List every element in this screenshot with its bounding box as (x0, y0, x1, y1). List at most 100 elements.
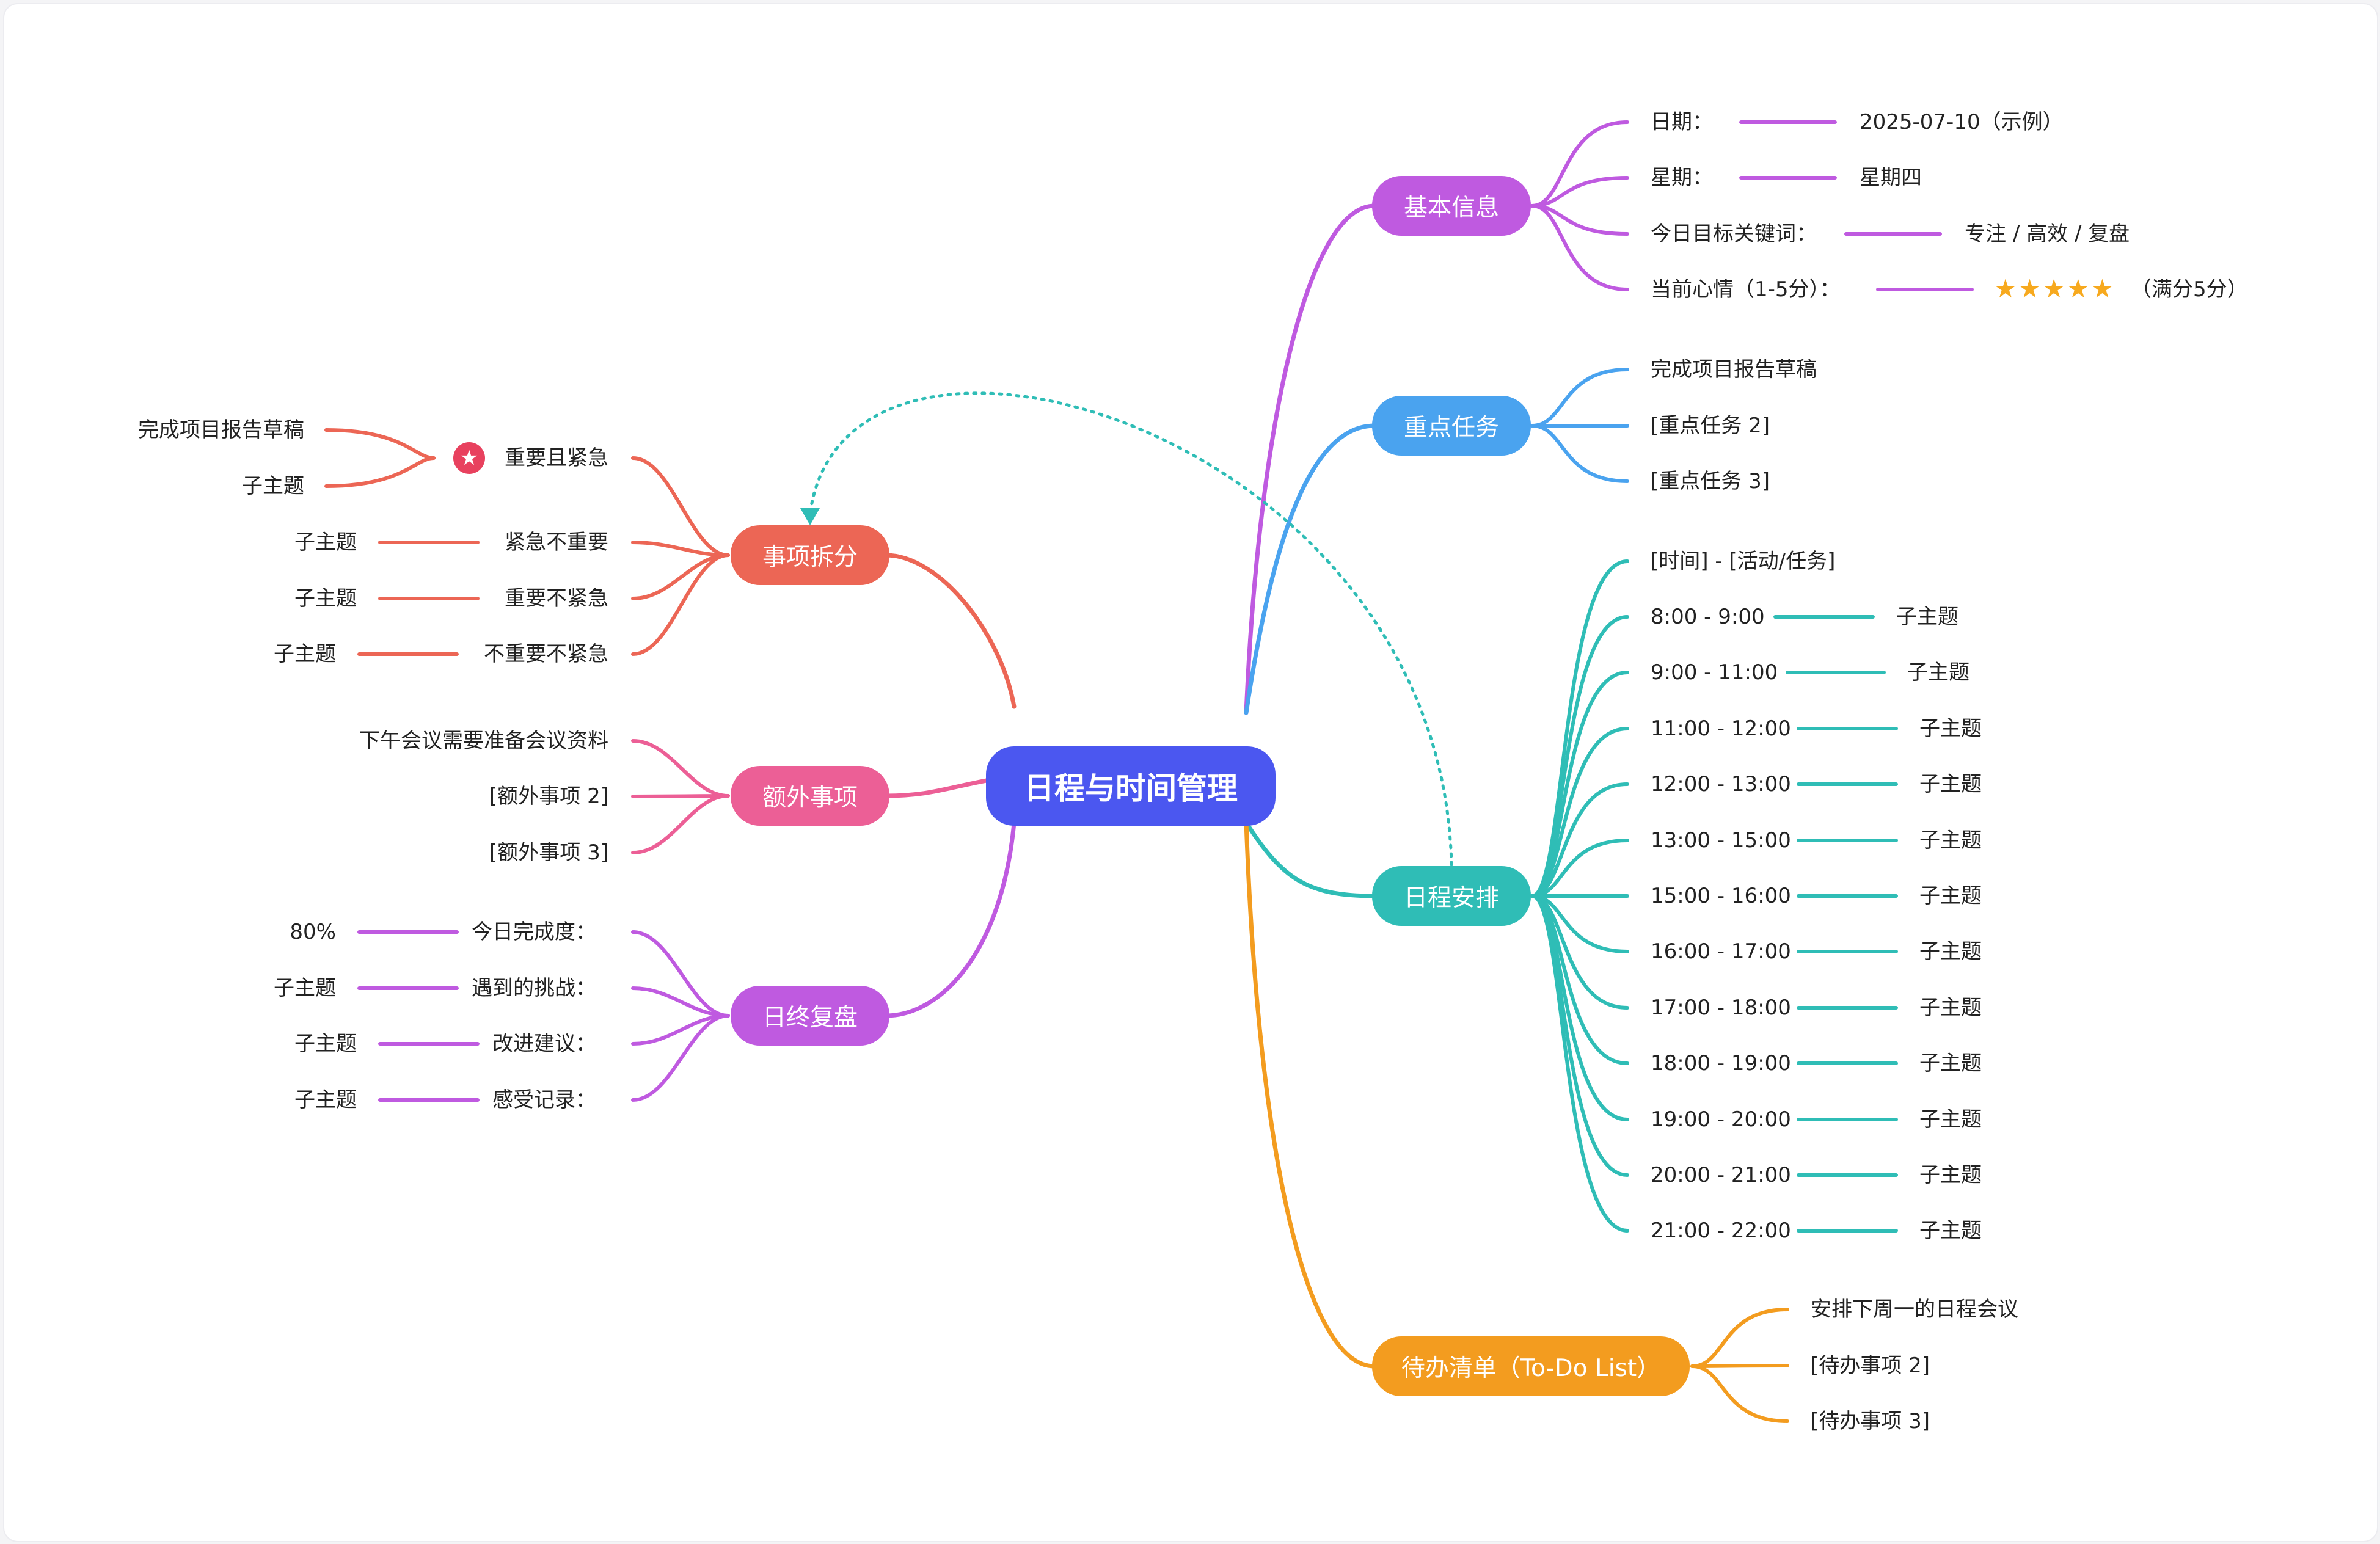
connector-key-item (1530, 424, 1629, 483)
connector-basic-item (1530, 204, 1629, 291)
todo-item[interactable]: [待办事项 2] (1811, 1353, 1930, 1378)
connector-todo-item (1690, 1364, 1789, 1423)
relationship-arrow-icon (800, 508, 820, 525)
schedule-time[interactable]: 18:00 - 19:00 (1651, 1051, 1791, 1076)
review-item[interactable]: 感受记录： (492, 1088, 596, 1112)
schedule-subtopic[interactable]: 子主题 (1907, 660, 1969, 685)
schedule-time[interactable]: 15:00 - 16:00 (1651, 884, 1791, 908)
connector-review-item (631, 1014, 730, 1102)
star-icon: ★ (2066, 274, 2091, 304)
connector-root-key (1244, 423, 1377, 715)
connector-schedule-item (1530, 839, 1629, 898)
breakdown-subtopic[interactable]: 完成项目报告草稿 (138, 418, 304, 442)
schedule-time[interactable]: 17:00 - 18:00 (1651, 996, 1791, 1020)
schedule-time[interactable]: 11:00 - 12:00 (1651, 716, 1791, 741)
branch-key-tasks[interactable]: 重点任务 (1372, 396, 1531, 456)
todo-item[interactable]: 安排下周一的日程会议 (1811, 1297, 2018, 1322)
connector-review-item (631, 986, 730, 1018)
schedule-subtopic[interactable]: 子主题 (1919, 1218, 1982, 1243)
basic-info-key[interactable]: 当前心情（1-5分）： (1651, 277, 1841, 302)
review-item[interactable]: 今日完成度： (472, 920, 596, 944)
connector-todo-item (1690, 1308, 1789, 1368)
schedule-time[interactable]: 19:00 - 20:00 (1651, 1107, 1791, 1132)
breakdown-item[interactable]: 紧急不重要 (505, 530, 608, 555)
schedule-header[interactable]: [时间] - [活动/任务] (1651, 549, 1836, 574)
review-subtopic[interactable]: 子主题 (294, 1032, 357, 1056)
schedule-subtopic[interactable]: 子主题 (1919, 772, 1982, 796)
branch-schedule[interactable]: 日程安排 (1372, 866, 1531, 926)
basic-info-value[interactable]: 星期四 (1860, 166, 1922, 190)
schedule-subtopic[interactable]: 子主题 (1919, 884, 1982, 908)
schedule-time[interactable]: 9:00 - 11:00 (1651, 660, 1778, 685)
schedule-subtopic[interactable]: 子主题 (1896, 605, 1958, 629)
breakdown-item[interactable]: 重要不紧急 (505, 586, 608, 611)
star-icon: ★ (2018, 274, 2043, 304)
review-subtopic[interactable]: 80% (290, 920, 336, 944)
extra-item[interactable]: 下午会议需要准备会议资料 (359, 729, 608, 753)
basic-info-value[interactable]: 2025-07-10（示例） (1860, 110, 2064, 134)
connector-root-extra (883, 777, 992, 798)
extra-item[interactable]: [额外事项 3] (489, 840, 608, 865)
connector-schedule-item (1530, 894, 1629, 953)
schedule-subtopic[interactable]: 子主题 (1919, 1051, 1982, 1076)
connector-review-item (631, 930, 730, 1018)
schedule-time[interactable]: 12:00 - 13:00 (1651, 772, 1791, 796)
connector-schedule-item (1530, 894, 1629, 1233)
schedule-time[interactable]: 8:00 - 9:00 (1651, 605, 1765, 629)
key-task-item[interactable]: 完成项目报告草稿 (1651, 357, 1817, 382)
review-subtopic[interactable]: 子主题 (274, 976, 336, 1000)
schedule-subtopic[interactable]: 子主题 (1919, 996, 1982, 1020)
basic-info-key[interactable]: 今日目标关键词： (1651, 222, 1817, 246)
schedule-subtopic[interactable]: 子主题 (1919, 1107, 1982, 1132)
connector-basic-item (1530, 176, 1629, 208)
breakdown-item[interactable]: 不重要不紧急 (484, 642, 608, 666)
connector-breakdown-item (631, 456, 730, 557)
review-item[interactable]: 遇到的挑战： (472, 976, 596, 1000)
todo-item[interactable]: [待办事项 3] (1811, 1409, 1930, 1433)
branch-review[interactable]: 日终复盘 (731, 986, 889, 1046)
key-task-item[interactable]: [重点任务 3] (1651, 469, 1770, 493)
connector-breakdown-item (631, 553, 730, 656)
star-badge-icon: ★ (453, 442, 485, 474)
connector-key-item (1530, 368, 1629, 428)
connector-breakdown-item (631, 541, 730, 557)
basic-info-value[interactable]: （满分5分） (2131, 277, 2248, 302)
basic-info-key[interactable]: 星期： (1651, 166, 1713, 190)
branch-extra[interactable]: 额外事项 (731, 766, 889, 826)
connector-breakdown-sub (324, 456, 436, 488)
schedule-time[interactable]: 13:00 - 15:00 (1651, 828, 1791, 853)
schedule-subtopic[interactable]: 子主题 (1919, 1163, 1982, 1187)
basic-info-value[interactable]: 专注 / 高效 / 复盘 (1965, 222, 2130, 246)
connector-basic-item (1530, 204, 1629, 236)
breakdown-subtopic[interactable]: 子主题 (242, 474, 304, 498)
branch-basic-info[interactable]: 基本信息 (1372, 176, 1531, 236)
branch-breakdown[interactable]: 事项拆分 (731, 525, 889, 585)
root-topic[interactable]: 日程与时间管理 (986, 746, 1276, 826)
branch-todo[interactable]: 待办清单（To-Do List） (1372, 1336, 1690, 1396)
connector-extra-item (631, 739, 730, 798)
star-icon: ★ (2090, 274, 2115, 304)
schedule-subtopic[interactable]: 子主题 (1919, 939, 1982, 964)
schedule-subtopic[interactable]: 子主题 (1919, 716, 1982, 741)
breakdown-subtopic[interactable]: 子主题 (294, 586, 357, 611)
schedule-time[interactable]: 20:00 - 21:00 (1651, 1163, 1791, 1187)
connector-root-basic (1244, 203, 1377, 715)
relationship-connector (808, 391, 1453, 867)
breakdown-subtopic[interactable]: 子主题 (294, 530, 357, 555)
review-item[interactable]: 改进建议： (492, 1032, 596, 1056)
star-icon: ★ (1994, 274, 2018, 304)
basic-info-key[interactable]: 日期： (1651, 110, 1713, 134)
schedule-subtopic[interactable]: 子主题 (1919, 828, 1982, 853)
star-icon: ★ (2042, 274, 2067, 304)
schedule-time[interactable]: 16:00 - 17:00 (1651, 939, 1791, 964)
connector-root-schedule (1244, 820, 1377, 898)
extra-item[interactable]: [额外事项 2] (489, 784, 608, 809)
breakdown-item[interactable]: 重要且紧急 (505, 446, 608, 470)
key-task-item[interactable]: [重点任务 2] (1651, 413, 1770, 438)
schedule-time[interactable]: 21:00 - 22:00 (1651, 1218, 1791, 1243)
connector-breakdown-item (631, 553, 730, 600)
breakdown-subtopic[interactable]: 子主题 (274, 642, 336, 666)
review-subtopic[interactable]: 子主题 (294, 1088, 357, 1112)
